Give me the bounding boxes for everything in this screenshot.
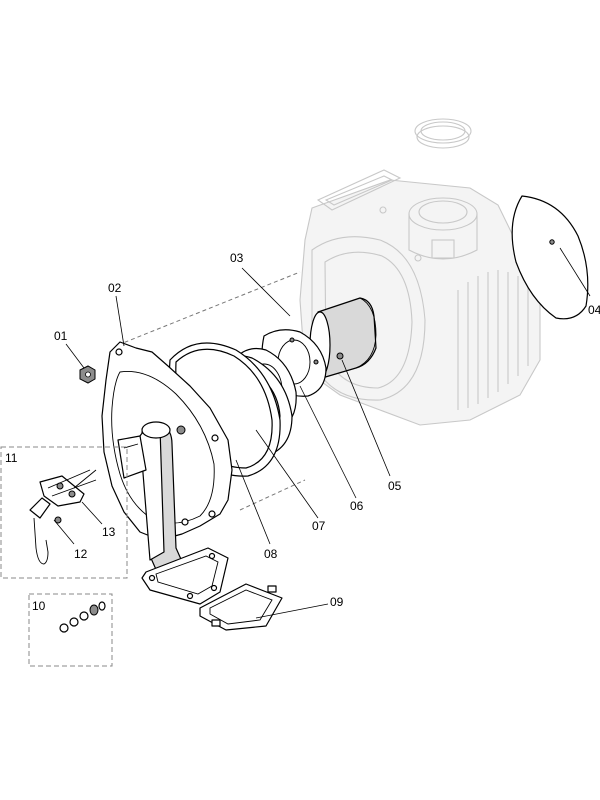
callout-11: 11 [5, 451, 18, 465]
callout-06: 06 [350, 499, 364, 513]
o-ring-kit-group-10 [28, 593, 113, 667]
leader-lines [53, 247, 591, 619]
callout-05: 05 [388, 479, 402, 493]
callout-08: 08 [264, 547, 278, 561]
callout-01: 01 [54, 329, 68, 343]
callout-07: 07 [312, 519, 326, 533]
fan-duct-assembly [117, 421, 229, 605]
callout-09: 09 [330, 595, 344, 609]
alignment-line [117, 271, 301, 346]
callout-12: 12 [74, 547, 88, 561]
electrode-kit-group-11 [0, 446, 128, 579]
heat-exchanger-body-icon [299, 118, 541, 426]
rear-disc-part-04 [511, 195, 589, 320]
gasket-part-09 [199, 583, 283, 631]
callout-04: 04 [588, 303, 600, 317]
callout-13: 13 [102, 525, 116, 539]
callout-03: 03 [230, 251, 244, 265]
nut-part-01 [79, 365, 96, 384]
callout-10: 10 [32, 599, 46, 613]
alignment-line [239, 479, 306, 511]
callout-02: 02 [108, 281, 122, 295]
